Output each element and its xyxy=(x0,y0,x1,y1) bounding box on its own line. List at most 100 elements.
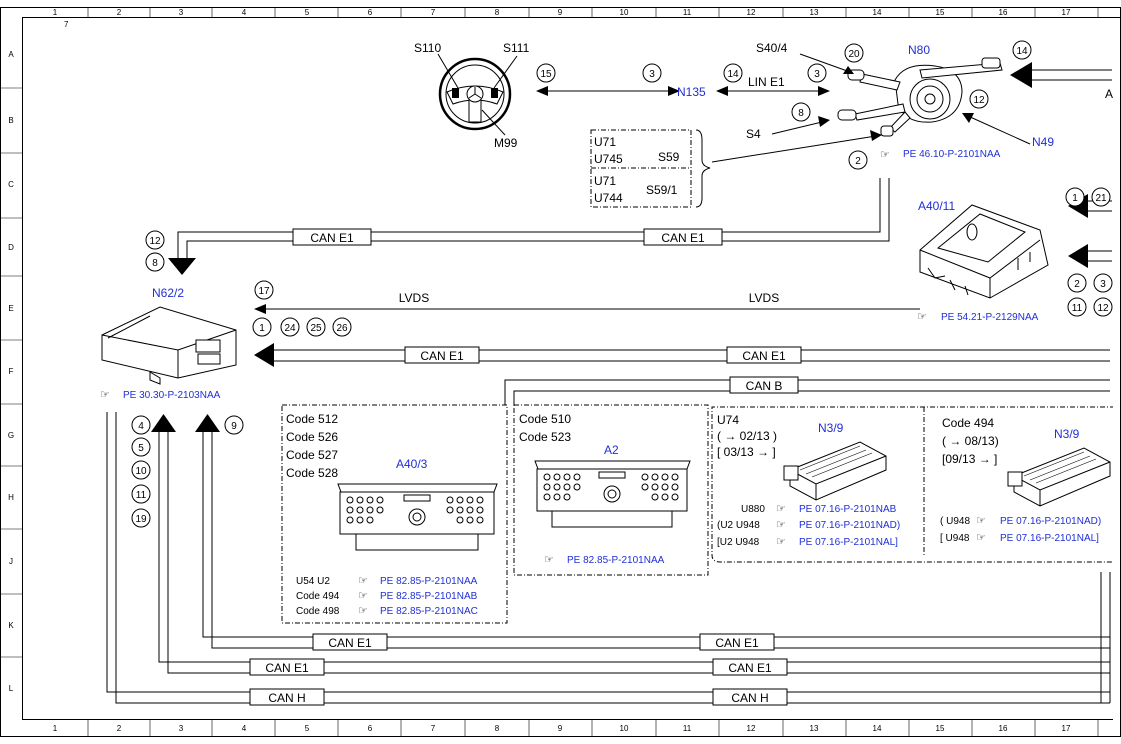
s59-row1-b: U745 xyxy=(594,152,623,166)
col-label: 11 xyxy=(683,724,692,733)
callout-number: 20 xyxy=(848,49,860,60)
bus-label-lvds: LVDS xyxy=(399,291,429,305)
col-label: 13 xyxy=(810,724,819,733)
ref-link-n3-9-a[interactable]: PE 07.16-P-2101NAD) xyxy=(799,520,900,531)
manual-reference-icon: ☞ xyxy=(880,149,890,161)
callout-number: 25 xyxy=(310,323,322,334)
col-label: 8 xyxy=(495,724,500,733)
ref-prefix: U880 xyxy=(741,504,765,515)
ref-link-a40-3[interactable]: PE 82.85-P-2101NAC xyxy=(380,606,478,617)
callout-number: 12 xyxy=(149,236,161,247)
col-label: 9 xyxy=(558,8,563,17)
ref-prefix: Code 498 xyxy=(296,606,340,617)
bus-label-can-e1: CAN E1 xyxy=(742,349,786,363)
arrow-into-n62-right xyxy=(254,343,274,367)
ref-link-a40-3[interactable]: PE 82.85-P-2101NAB xyxy=(380,591,478,602)
col-label: 14 xyxy=(873,724,882,733)
callout-number: 11 xyxy=(136,490,147,501)
manual-reference-icon: ☞ xyxy=(776,519,786,531)
manual-reference-icon: ☞ xyxy=(358,590,368,602)
col-label: 4 xyxy=(242,8,247,17)
col-label: 16 xyxy=(999,8,1008,17)
col-label: 16 xyxy=(999,724,1008,733)
n80-module: N80 S40/4 S4 N49 A xyxy=(711,41,1113,163)
callout-number: 8 xyxy=(798,108,804,119)
ref-link-a2[interactable]: PE 82.85-P-2101NAA xyxy=(567,555,665,566)
arrow-into-n80 xyxy=(1010,62,1032,88)
n3-9-b-line2: [09/13 → ] xyxy=(942,452,997,466)
row-label: L xyxy=(9,684,14,693)
ref-link-a40-11[interactable]: PE 54.21-P-2129NAA xyxy=(941,312,1039,323)
steering-wheel: S110 S111 M99 xyxy=(414,41,530,150)
col-label: 1 xyxy=(53,724,58,733)
s59-box: U71 U745 S59 U71 U744 S59/1 xyxy=(590,129,711,208)
lvds-line: LVDS LVDS xyxy=(254,291,920,314)
callout-number: 21 xyxy=(1095,193,1107,204)
ref-prefix: Code 494 xyxy=(296,591,340,602)
n3-9-a-line2: [ 03/13 → ] xyxy=(717,445,776,459)
ecu-n3-9-a xyxy=(783,441,887,501)
col-label: 3 xyxy=(179,8,184,17)
a40-11-module: A40/11 xyxy=(918,199,1049,299)
s59-row1-a: U71 xyxy=(594,135,616,149)
row-label: C xyxy=(8,180,14,189)
ref-link-n3-9-a[interactable]: PE 07.16-P-2101NAL] xyxy=(799,537,898,548)
row-label: A xyxy=(8,50,14,59)
col-label: 17 xyxy=(1062,724,1071,733)
col-label: 3 xyxy=(179,724,184,733)
callout-number: 5 xyxy=(138,443,144,454)
row-label: J xyxy=(9,557,13,566)
ref-link-a40-3[interactable]: PE 82.85-P-2101NAA xyxy=(380,576,478,587)
bus-label-can-h: CAN H xyxy=(268,691,305,705)
bus-label-can-e1: CAN E1 xyxy=(661,231,705,245)
ref-link-n3-9-b[interactable]: PE 07.16-P-2101NAD) xyxy=(1000,516,1101,527)
n3-9-a-title: U74 xyxy=(717,413,739,427)
col-label: 9 xyxy=(558,724,563,733)
link-sw-n135 xyxy=(536,86,680,96)
manual-reference-icon: ☞ xyxy=(917,311,927,323)
callout-number: 11 xyxy=(1072,303,1083,314)
callout-number: 24 xyxy=(284,323,296,334)
n3-9-boxes: U74 ( → 02/13 ) [ 03/13 → ] N3/9 U880 ☞ … xyxy=(711,406,1115,563)
radio-unit-a40-3 xyxy=(337,483,498,551)
col-label: 5 xyxy=(305,8,310,17)
ref-link-n3-9-b[interactable]: PE 07.16-P-2101NAL] xyxy=(1000,533,1099,544)
code-line: Code 527 xyxy=(286,448,338,462)
label-s40-4: S40/4 xyxy=(756,41,788,55)
ref-n62-2: ☞ PE 30.30-P-2103NAA xyxy=(100,389,221,401)
col-label: 4 xyxy=(242,724,247,733)
bus-label-can-h: CAN H xyxy=(731,691,768,705)
col-label: 8 xyxy=(495,8,500,17)
col-label: 12 xyxy=(747,8,756,17)
row-label: E xyxy=(8,304,13,313)
bus-label-can-e1: CAN E1 xyxy=(715,636,759,650)
callout-number: 2 xyxy=(1074,279,1080,290)
bus-labels: CAN E1 CAN E1 CAN E1 CAN E1 CAN B CAN E1… xyxy=(249,228,802,706)
arrow-up-9 xyxy=(195,414,220,432)
radio-unit-a2 xyxy=(534,460,691,528)
col-label: 1 xyxy=(53,8,58,17)
bus-label-lvds: LVDS xyxy=(749,291,779,305)
col-label: 15 xyxy=(936,8,945,17)
callout-number: 8 xyxy=(152,258,158,269)
row-label: B xyxy=(8,116,13,125)
bus-label-can-e1: CAN E1 xyxy=(265,661,309,675)
callout-number: 26 xyxy=(336,323,348,334)
col-label: 2 xyxy=(117,8,122,17)
callout-number: 14 xyxy=(1016,46,1028,57)
col-label: 15 xyxy=(936,724,945,733)
ref-link-n62-2[interactable]: PE 30.30-P-2103NAA xyxy=(123,390,221,401)
callout-number: 14 xyxy=(727,69,739,80)
callouts xyxy=(131,40,1113,528)
row-label: G xyxy=(8,431,14,440)
callout-number: 1 xyxy=(1072,193,1078,204)
ref-link-n3-9-a[interactable]: PE 07.16-P-2101NAB xyxy=(799,504,897,515)
ref-link-n80[interactable]: PE 46.10-P-2101NAA xyxy=(903,149,1001,160)
ecu-n3-9-b xyxy=(1007,447,1111,507)
label-n80: N80 xyxy=(908,43,930,57)
ref-prefix: [ U948 xyxy=(940,533,970,544)
label-a-partial: A xyxy=(1105,87,1113,101)
col-label: 2 xyxy=(117,724,122,733)
right-edge-mask xyxy=(1113,7,1121,737)
